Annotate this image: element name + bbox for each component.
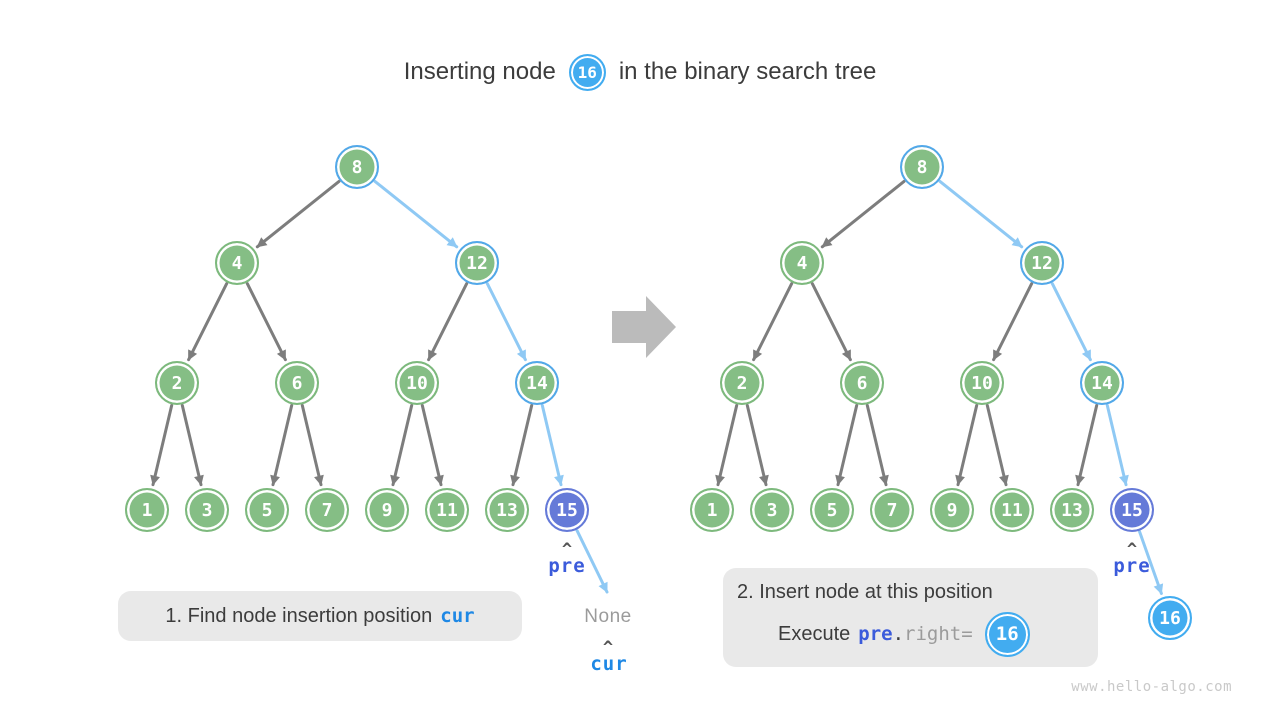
- page-title: Inserting node 16 in the binary search t…: [0, 50, 1280, 94]
- tree-edge: [540, 403, 564, 487]
- tree-edge: [373, 179, 459, 249]
- caption-step2-line1: 2. Insert node at this position: [737, 581, 993, 603]
- tree-edge: [955, 403, 979, 487]
- tree-edge: [1105, 403, 1129, 487]
- tree-edge: [180, 403, 204, 487]
- tree-edge: [187, 282, 229, 362]
- tree-edge: [1138, 530, 1164, 595]
- caption-step1: 1. Find node insertion position cur: [118, 591, 522, 641]
- tree-edge: [1050, 282, 1092, 362]
- tree-edge: [485, 282, 527, 362]
- caption-step1-text: 1. Find node insertion position: [165, 604, 433, 627]
- tree-edge: [985, 403, 1009, 487]
- tree-edge: [820, 179, 906, 249]
- tree-edge: [420, 403, 444, 487]
- caption-step2-execute: Execute: [778, 623, 851, 645]
- title-suffix: in the binary search tree: [618, 58, 877, 85]
- title-node-16-badge: 16: [568, 53, 606, 91]
- watermark: www.hello-algo.com: [1071, 679, 1232, 695]
- transition-arrow-icon: [612, 296, 676, 358]
- caption-step2: 2. Insert node at this position Execute …: [723, 568, 1098, 667]
- tree-edge: [810, 282, 852, 362]
- tree-edge: [715, 403, 739, 487]
- tree-edge: [992, 282, 1034, 362]
- tree-edge: [745, 403, 769, 487]
- tree-edge: [390, 403, 414, 487]
- title-prefix: Inserting node: [403, 58, 556, 85]
- tree-edge: [938, 179, 1024, 249]
- caption-step2-pre-code: pre: [858, 623, 893, 645]
- tree-edge: [835, 403, 859, 487]
- tree-edge: [245, 282, 287, 362]
- caption-step2-line2: Execute pre . right = 16: [737, 612, 1098, 657]
- caption-step2-equals: =: [961, 623, 973, 645]
- tree-edge: [575, 529, 609, 594]
- tree-edge: [427, 282, 469, 362]
- tree-edge: [865, 403, 889, 487]
- tree-edge: [255, 179, 341, 249]
- tree-edge: [300, 403, 324, 487]
- tree-edge: [270, 403, 294, 487]
- tree-edge: [150, 403, 174, 487]
- tree-edge: [752, 282, 794, 362]
- caption-step2-dot: .: [892, 623, 905, 645]
- caption-node-16-badge: 16: [984, 612, 1030, 657]
- caption-step2-right-code: right: [904, 623, 962, 645]
- tree-edge: [510, 403, 534, 487]
- caption-step1-cur-code: cur: [440, 605, 475, 627]
- tree-edge: [1075, 403, 1099, 487]
